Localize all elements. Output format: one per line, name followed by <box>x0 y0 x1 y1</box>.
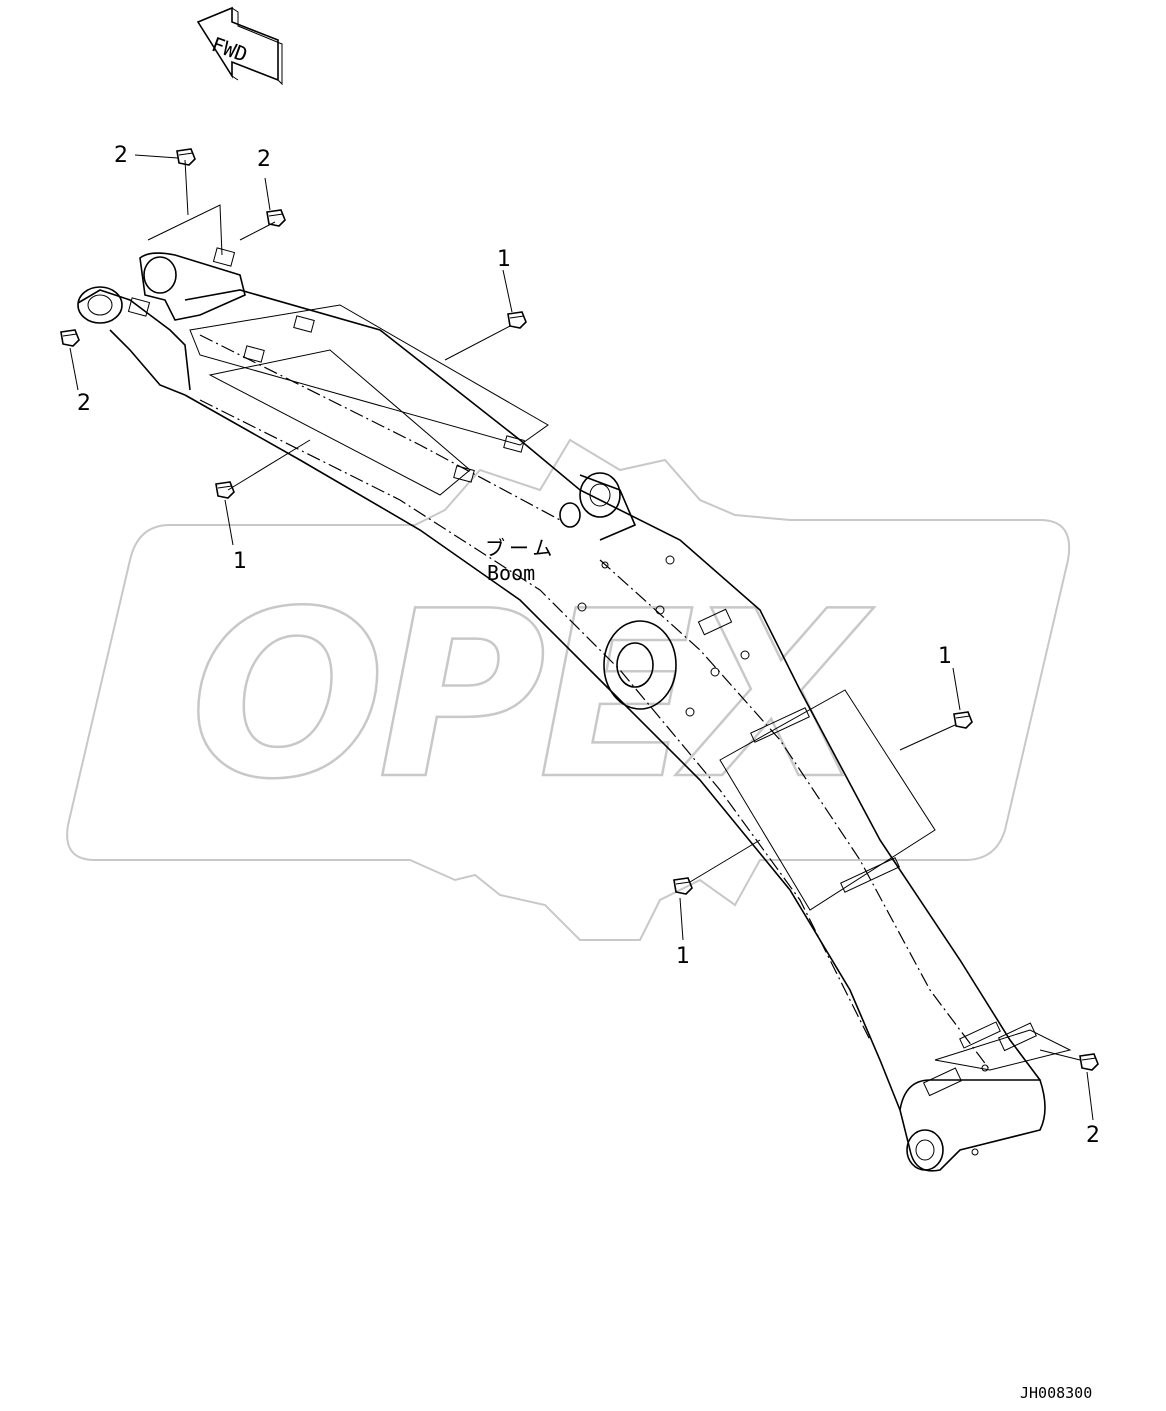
cap-icon <box>1079 1053 1099 1071</box>
fwd-arrow-shape <box>196 6 279 82</box>
callout-number: 2 <box>1086 1123 1100 1148</box>
cap-icon <box>507 311 527 329</box>
boom-top-pin <box>579 472 621 518</box>
drawing-code: JH008300 <box>1020 1384 1092 1402</box>
callout-number: 1 <box>676 944 690 969</box>
callout-number: 2 <box>77 391 91 416</box>
boom-upper-edge <box>184 289 1041 1081</box>
plate-middle <box>208 349 471 496</box>
callouts: 2 2 1 2 1 1 1 2 <box>77 143 1100 1148</box>
boom-label-jp: ブーム <box>485 536 556 560</box>
cap-icon <box>953 711 973 729</box>
boom-foot <box>899 1079 1046 1172</box>
cap-icon <box>60 329 80 347</box>
plate-right-upper <box>719 689 936 911</box>
cylinder-boss <box>603 620 677 710</box>
fwd-arrow-label: FWD <box>209 32 251 67</box>
boom-rear-bracket <box>139 252 246 321</box>
boom-label-en: Boom <box>487 561 535 585</box>
clips <box>127 247 1037 1097</box>
callout-number: 2 <box>257 147 271 172</box>
callout-number: 1 <box>497 247 511 272</box>
label-plates <box>147 204 1072 1071</box>
cap-icon <box>176 148 196 166</box>
cap-icon <box>266 209 286 227</box>
cap-icon <box>215 481 235 499</box>
part-icons <box>60 148 1099 1071</box>
watermark-gear-outline <box>66 438 1071 941</box>
watermark-text: OPEX <box>190 563 874 830</box>
plate-right-lower <box>934 1029 1072 1071</box>
callout-number: 2 <box>114 143 128 168</box>
boom-lower-edge <box>184 394 901 1111</box>
boom-structure <box>77 252 1046 1172</box>
callout-number: 1 <box>938 644 952 669</box>
callout-number: 1 <box>233 549 247 574</box>
plate-top <box>189 304 549 446</box>
opex-watermark: OPEX <box>66 438 1071 941</box>
leader-lines <box>69 154 1094 1121</box>
cap-icon <box>673 877 693 895</box>
fwd-arrow: FWD <box>196 6 283 86</box>
